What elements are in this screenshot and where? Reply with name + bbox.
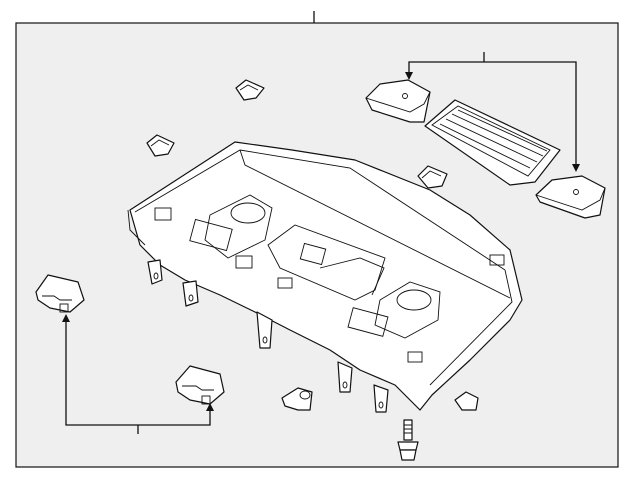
trim-pad-lower (535, 175, 606, 219)
speaker-grille (424, 99, 561, 186)
trim-clip-left (35, 274, 85, 313)
trim-pad-upper (365, 79, 431, 123)
package-tray-panel (127, 141, 523, 413)
retainer-clip-mid-right (417, 165, 448, 189)
left-callout-bracket (62, 314, 214, 434)
fastener-clip-right (454, 391, 479, 411)
right-callout-bracket (405, 52, 580, 172)
retainer-clip-top (235, 79, 265, 101)
trim-clip-lower (175, 365, 225, 405)
fastener-clip-center (281, 387, 313, 411)
bolt (397, 419, 419, 461)
retainer-clip-left (146, 134, 175, 157)
